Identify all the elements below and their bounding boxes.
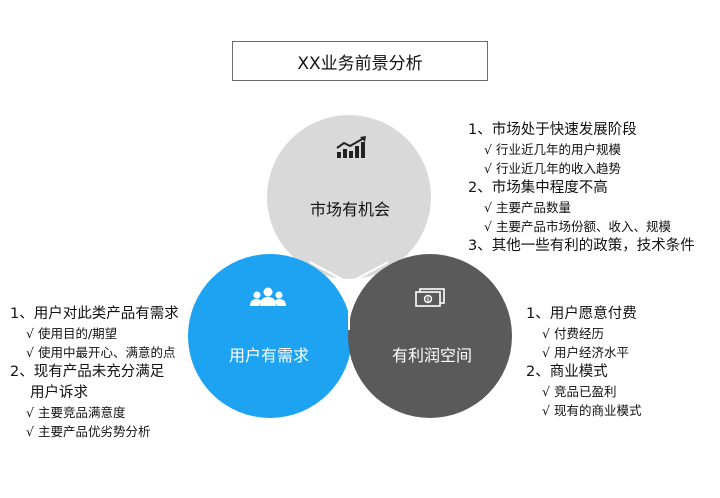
circle-profit-space [348, 254, 512, 418]
note-item: √ 主要产品优劣势分析 [26, 423, 151, 439]
circle-label-market: 市场有机会 [309, 200, 390, 219]
divider-line [348, 261, 389, 284]
note-item: √ 使用中最开心、满意的点 [26, 344, 176, 360]
trend-chart-icon [335, 136, 369, 164]
note-heading: 2、市场集中程度不高 [468, 180, 608, 197]
svg-text:$: $ [426, 297, 430, 304]
note-heading: 2、现有产品未充分满足 [10, 364, 165, 381]
notes-users: 1、用户对此类产品有需求 √ 使用目的/期望 √ 使用中最开心、满意的点 2、现… [10, 304, 179, 441]
note-item: √ 主要产品市场份额、收入、规模 [484, 218, 671, 234]
circle-market-opportunity [267, 115, 431, 279]
note-item: √ 主要竞品满意度 [26, 405, 126, 421]
note-item: √ 现有的商业模式 [542, 402, 642, 418]
circle-user-demand [188, 254, 352, 418]
note-item: √ 付费经历 [542, 326, 604, 341]
note-heading: 2、商业模式 [526, 364, 608, 381]
note-heading-continued: 用户诉求 [30, 385, 88, 402]
note-item: √ 主要产品数量 [484, 200, 571, 216]
circle-label-users: 用户有需求 [228, 346, 309, 365]
note-item: √ 行业近几年的用户规模 [484, 142, 621, 157]
notes-market: 1、市场处于快速发展阶段 √ 行业近几年的用户规模 √ 行业近几年的收入趋势 2… [468, 120, 695, 257]
divider-line [309, 261, 350, 284]
note-item: √ 使用目的/期望 [26, 326, 118, 341]
circle-label-profit: 有利润空间 [391, 346, 472, 365]
note-item: √ 竞品已盈利 [542, 384, 617, 400]
note-heading: 1、用户愿意付费 [526, 306, 637, 322]
page-title: XX业务前景分析 [232, 41, 488, 81]
note-heading: 1、市场处于快速发展阶段 [468, 122, 637, 138]
note-heading: 1、用户对此类产品有需求 [10, 306, 179, 322]
note-item: √ 用户经济水平 [542, 344, 629, 360]
notes-profit: 1、用户愿意付费 √ 付费经历 √ 用户经济水平 2、商业模式 √ 竞品已盈利 … [526, 304, 641, 420]
money-icon: $ [415, 288, 445, 312]
users-icon [249, 286, 287, 312]
note-heading: 3、其他一些有利的政策，技术条件 [468, 238, 695, 255]
note-item: √ 行业近几年的收入趋势 [484, 160, 621, 176]
